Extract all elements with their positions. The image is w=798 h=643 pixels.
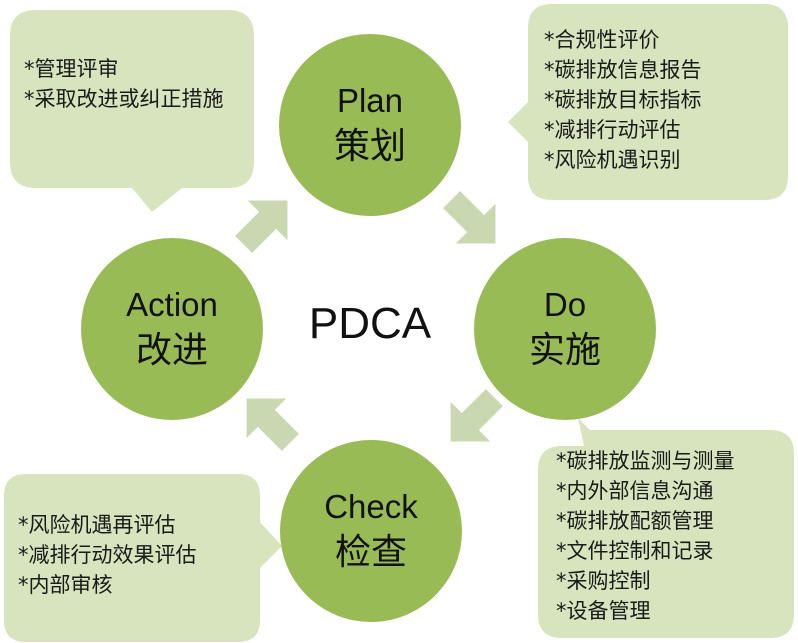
callout-do-item: *文件控制和记录 (556, 539, 714, 563)
callout-do-bubble (538, 418, 794, 638)
callout-do-item: *内外部信息沟通 (556, 479, 714, 503)
callout-plan-item: *风险机遇识别 (544, 148, 681, 172)
node-do: Do 实施 (474, 238, 656, 420)
node-action-label-cn: 改进 (135, 330, 208, 371)
arrow-action-to-plan (235, 200, 288, 253)
callout-action-list: *管理评审 *采取改进或纠正措施 (24, 54, 244, 114)
callout-check-item: *内部审核 (18, 573, 113, 597)
callout-check-item: *风险机遇再评估 (18, 513, 176, 537)
center-label-pdca: PDCA (308, 299, 432, 348)
callout-do-item: *采购控制 (556, 569, 651, 593)
node-do-label-cn: 实施 (528, 330, 601, 371)
node-check: Check 检查 (280, 440, 462, 622)
node-check-label-en: Check (324, 488, 418, 525)
callout-action-bubble (10, 10, 254, 212)
callout-do-list: *碳排放监测与测量 *内外部信息沟通 *碳排放配额管理 *文件控制和记录 *采购… (556, 446, 735, 626)
callout-plan-bubble (508, 4, 788, 200)
callout-plan-item: *合规性评价 (544, 28, 660, 52)
node-plan-label-cn: 策划 (333, 126, 406, 167)
node-plan-label-en: Plan (336, 82, 404, 119)
arrow-plan-to-do (443, 191, 496, 244)
node-do-label-en: Do (543, 286, 587, 323)
callout-do-item: *碳排放监测与测量 (556, 449, 735, 473)
callout-check-list: *风险机遇再评估 *减排行动效果评估 *内部审核 (18, 510, 197, 600)
callout-plan-item: *减排行动评估 (544, 118, 681, 142)
node-plan: Plan 策划 (279, 34, 461, 216)
node-check-label-cn: 检查 (334, 532, 407, 573)
arrow-do-to-check (450, 389, 503, 442)
callout-plan-item: *碳排放目标指标 (544, 88, 702, 112)
node-action-label-en: Action (126, 286, 218, 323)
callout-action-item: *管理评审 (24, 57, 119, 81)
arrow-check-to-action (246, 398, 299, 451)
callout-check-bubble (4, 474, 282, 642)
callout-check-item: *减排行动效果评估 (18, 543, 197, 567)
callout-do-item: *碳排放配额管理 (556, 509, 714, 533)
node-action: Action 改进 (81, 238, 263, 420)
callout-do-item: *设备管理 (556, 599, 651, 623)
callout-plan-item: *碳排放信息报告 (544, 58, 702, 82)
callout-plan-list: *合规性评价 *碳排放信息报告 *碳排放目标指标 *减排行动评估 *风险机遇识别 (544, 25, 702, 175)
callout-action-item: *采取改进或纠正措施 (24, 87, 224, 111)
